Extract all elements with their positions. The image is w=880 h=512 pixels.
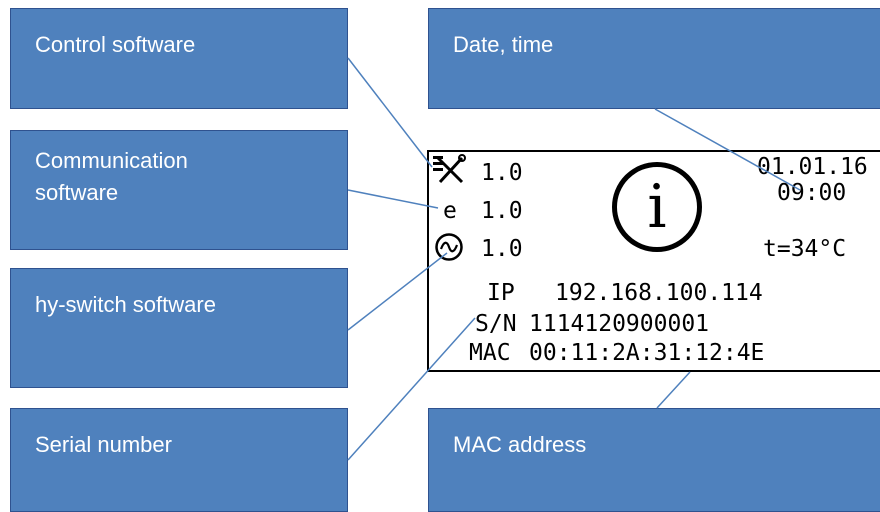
- ethernet-icon: e: [443, 198, 457, 224]
- info-icon: i: [612, 162, 702, 252]
- temperature-value: t=34°C: [763, 236, 847, 262]
- callout-label: Control software: [35, 32, 196, 57]
- hy-switch-software-version: 1.0: [481, 236, 523, 262]
- date-value: 01.01.16: [757, 154, 868, 180]
- callout-serial-number: Serial number: [10, 408, 348, 512]
- tools-icon: [433, 154, 466, 184]
- callout-control-software: Control software: [10, 8, 348, 109]
- mac-label: MAC: [469, 340, 511, 366]
- leader-mac-address: [656, 371, 691, 409]
- callout-date-time: Date, time: [428, 8, 880, 109]
- mac-value: 00:11:2A:31:12:4E: [529, 340, 765, 366]
- sn-label: S/N: [475, 311, 517, 337]
- callout-label: hy-switch software: [35, 292, 216, 317]
- callout-communication-software: Communication software: [10, 130, 348, 250]
- ip-label: IP: [487, 280, 515, 306]
- ip-value: 192.168.100.114: [555, 280, 763, 306]
- wave-icon: [435, 233, 463, 261]
- communication-software-version: 1.0: [481, 198, 523, 224]
- info-glyph: i: [647, 172, 667, 242]
- time-value: 09:00: [777, 180, 847, 206]
- callout-label: MAC address: [453, 432, 587, 457]
- leader-communication-software: [347, 189, 439, 209]
- serial-number-value: 1114120900001: [529, 311, 710, 337]
- leader-control-software: [347, 57, 433, 168]
- callout-label: Serial number: [35, 432, 172, 457]
- control-software-version: 1.0: [481, 160, 523, 186]
- lcd-display: 1.0 e 1.0 1.0 i 01.01.16 09:00 t=34°C IP…: [427, 150, 880, 372]
- callout-label: Communication software: [35, 148, 188, 205]
- callout-hy-switch-software: hy-switch software: [10, 268, 348, 388]
- callout-mac-address: MAC address: [428, 408, 880, 512]
- callout-label: Date, time: [453, 32, 554, 57]
